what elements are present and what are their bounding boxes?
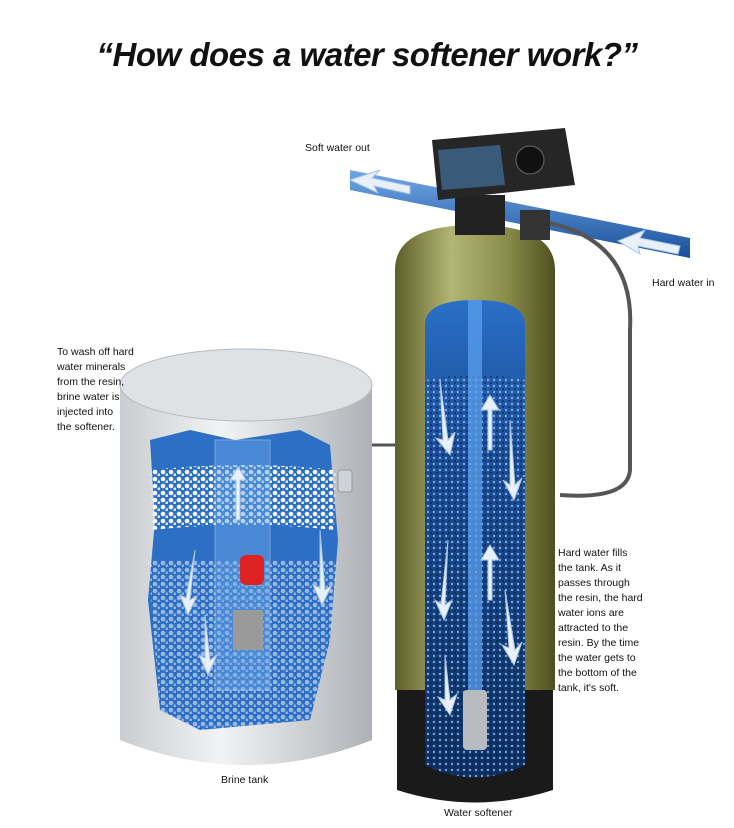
hard-water-in-label: Hard water in <box>652 277 715 289</box>
diagram-title: “How does a water softener work?” <box>96 36 638 73</box>
brine-tank-label: Brine tank <box>221 774 269 786</box>
water-softener-label: Water softener <box>444 807 513 819</box>
hard-water-in-arrow <box>616 228 681 256</box>
control-valve <box>432 128 575 240</box>
water-softener-tank <box>395 225 555 803</box>
brine-note: To wash off hard water minerals from the… <box>57 346 134 433</box>
soft-water-out-arrow <box>348 169 411 195</box>
drain-line <box>544 220 633 498</box>
brine-tank <box>119 348 373 765</box>
soft-water-out-label: Soft water out <box>305 142 370 154</box>
softener-note: Hard water fills the tank. As it passes … <box>558 547 643 694</box>
